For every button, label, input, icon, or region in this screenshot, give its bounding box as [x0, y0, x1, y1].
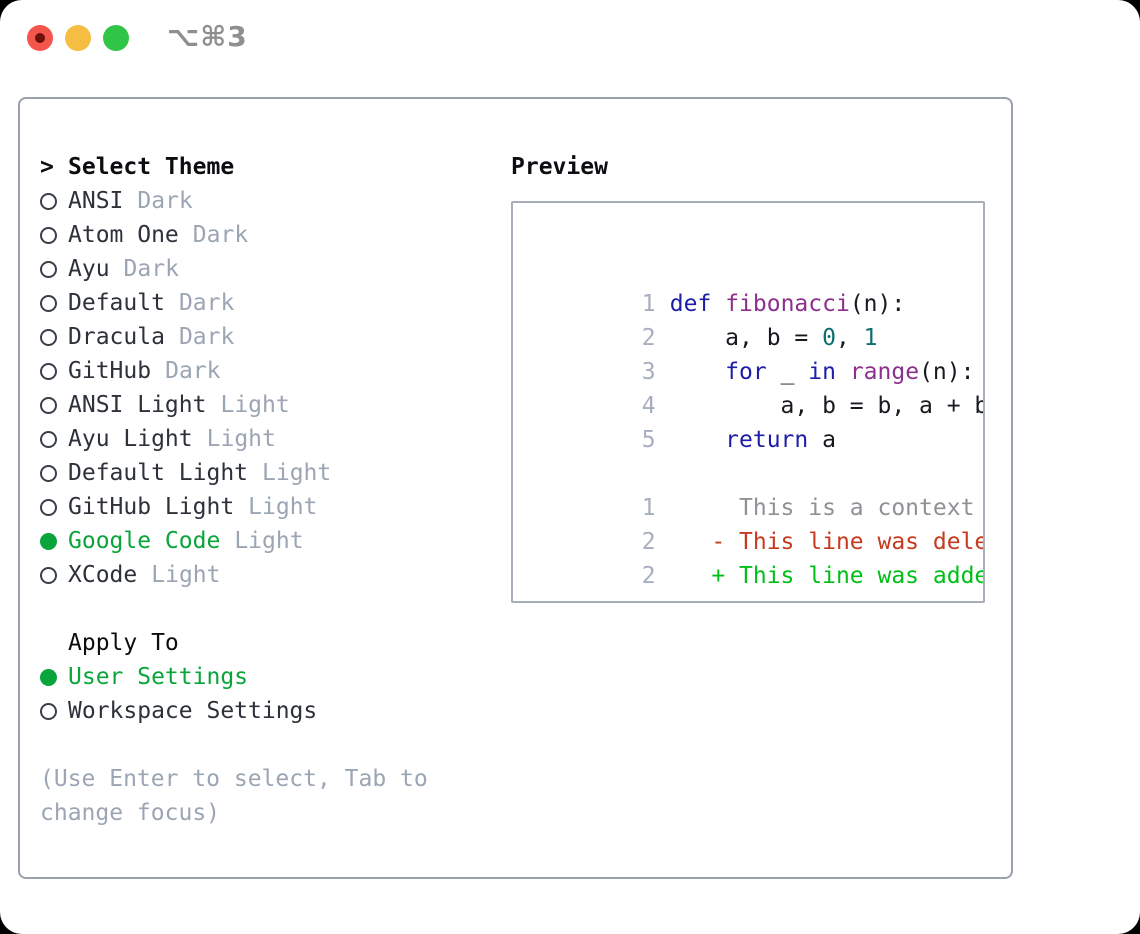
code-line: 3 for _ in range(n): — [531, 321, 983, 385]
radio-unselected-icon — [40, 430, 68, 448]
diff-deleted-line: 2 - This line was deleted. — [531, 491, 983, 555]
radio-unselected-icon — [40, 566, 68, 584]
close-button[interactable] — [27, 25, 53, 51]
section-gap — [40, 728, 500, 762]
theme-list: > Select Theme ANSI Dark Atom One Dark A… — [40, 99, 500, 830]
radio-unselected-icon — [40, 226, 68, 244]
preview-title: Preview — [511, 154, 608, 180]
diff-context-line: 1 This is a context line. — [531, 457, 983, 521]
theme-list-header: > Select Theme — [40, 150, 500, 184]
line-number: 5 — [641, 427, 656, 453]
theme-item-ansi-light[interactable]: ANSI Light Light — [40, 388, 500, 422]
selection-cursor-icon: > — [40, 154, 54, 180]
minimize-button[interactable] — [65, 25, 91, 51]
code-line: 5 return a — [531, 389, 983, 453]
theme-item-xcode-light[interactable]: XCode Light — [40, 558, 500, 592]
line-number: 1 — [641, 291, 656, 317]
theme-item-atom-one-dark[interactable]: Atom One Dark — [40, 218, 500, 252]
theme-item-default-dark[interactable]: Default Dark — [40, 286, 500, 320]
radio-unselected-icon — [40, 260, 68, 278]
code-line: 2 a, b = 0, 1 — [531, 287, 983, 351]
theme-item-github-light[interactable]: GitHub Light Light — [40, 490, 500, 524]
theme-picker-panel: > Select Theme ANSI Dark Atom One Dark A… — [18, 97, 1013, 879]
theme-item-google-code-selected[interactable]: Google Code Light — [40, 524, 500, 558]
radio-selected-icon — [40, 532, 68, 550]
theme-item-github-dark[interactable]: GitHub Dark — [40, 354, 500, 388]
line-number: 2 — [641, 325, 656, 351]
radio-unselected-icon — [40, 702, 68, 720]
theme-item-ayu-light[interactable]: Ayu Light Light — [40, 422, 500, 456]
line-number: 3 — [641, 359, 656, 385]
radio-unselected-icon — [40, 294, 68, 312]
line-number: 2 — [641, 563, 656, 589]
radio-unselected-icon — [40, 362, 68, 380]
apply-to-title: Apply To — [68, 630, 179, 656]
diff-added-line: 2 + This line was added. — [531, 525, 983, 589]
radio-unselected-icon — [40, 396, 68, 414]
theme-list-title: Select Theme — [68, 154, 235, 180]
radio-unselected-icon — [40, 464, 68, 482]
line-number: 2 — [641, 529, 656, 555]
apply-to-workspace-settings[interactable]: Workspace Settings — [40, 694, 500, 728]
theme-item-ayu-dark[interactable]: Ayu Dark — [40, 252, 500, 286]
code-line: 4 a, b = b, a + b — [531, 355, 983, 419]
section-gap — [40, 592, 500, 626]
radio-unselected-icon — [40, 192, 68, 210]
radio-unselected-icon — [40, 328, 68, 346]
theme-item-ansi-dark[interactable]: ANSI Dark — [40, 184, 500, 218]
help-text-line2: change focus) — [40, 800, 221, 826]
window-title: ⌥⌘3 — [167, 20, 248, 53]
apply-to-header: Apply To — [40, 626, 500, 660]
zoom-button[interactable] — [103, 25, 129, 51]
theme-item-dracula-dark[interactable]: Dracula Dark — [40, 320, 500, 354]
help-text-line1: (Use Enter to select, Tab to — [40, 766, 428, 792]
traffic-lights — [27, 25, 129, 51]
title-bar: ⌥⌘3 — [0, 0, 1140, 97]
apply-to-user-settings[interactable]: User Settings — [40, 660, 500, 694]
radio-unselected-icon — [40, 498, 68, 516]
radio-selected-icon — [40, 668, 68, 686]
line-number: 1 — [641, 495, 656, 521]
line-number: 4 — [641, 393, 656, 419]
theme-item-default-light[interactable]: Default Light Light — [40, 456, 500, 490]
